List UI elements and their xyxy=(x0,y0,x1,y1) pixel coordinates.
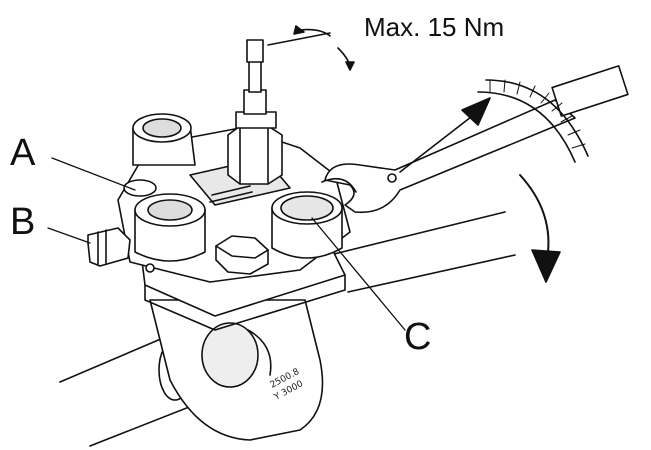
stem-twist-arrow xyxy=(267,25,355,71)
torque-scale xyxy=(477,79,589,163)
callout-a-label: A xyxy=(10,132,36,174)
valve-stem xyxy=(227,39,283,185)
port-a xyxy=(123,179,206,262)
callout-c-label: C xyxy=(404,316,432,358)
torque-pointer-arrow xyxy=(399,97,491,173)
wrench xyxy=(321,65,629,214)
port-b-fitting xyxy=(87,227,155,273)
valve-body: 2500.8 Y 3000 xyxy=(149,299,324,441)
rear-port xyxy=(132,113,196,166)
callout-b-label: B xyxy=(10,201,36,243)
port-c xyxy=(271,191,343,259)
torque-note: Max. 15 Nm xyxy=(364,12,505,42)
callout-leaders xyxy=(47,157,406,331)
rotation-arrow xyxy=(519,174,561,283)
hex-plug xyxy=(215,235,269,275)
